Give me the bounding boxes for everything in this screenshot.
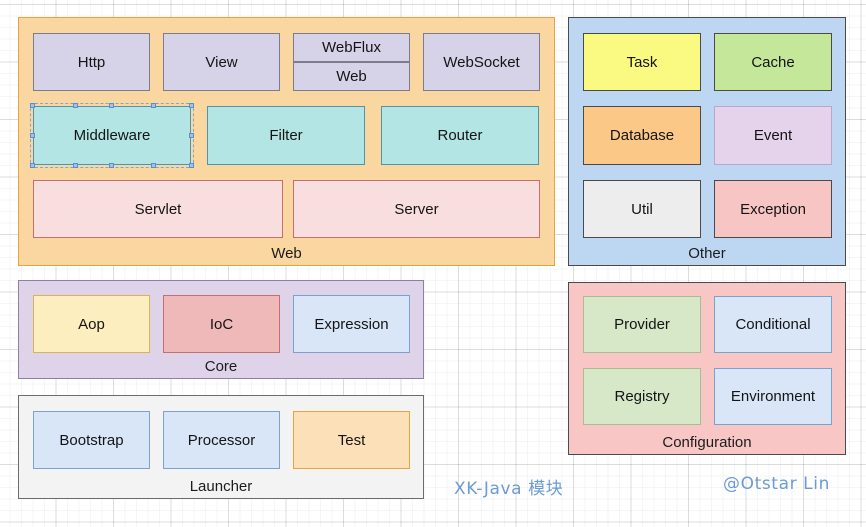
node-label-http: Http bbox=[77, 53, 106, 71]
node-view[interactable]: View bbox=[163, 33, 280, 91]
node-exception[interactable]: Exception bbox=[714, 180, 832, 238]
node-processor[interactable]: Processor bbox=[163, 411, 280, 469]
node-registry[interactable]: Registry bbox=[583, 368, 701, 425]
node-database[interactable]: Database bbox=[583, 106, 701, 165]
group-label-core: Core bbox=[204, 358, 238, 375]
node-provider[interactable]: Provider bbox=[583, 296, 701, 353]
group-label-launcher: Launcher bbox=[189, 478, 253, 495]
node-label-filter: Filter bbox=[269, 127, 303, 144]
node-label-processor: Processor bbox=[187, 431, 256, 449]
node-label-expression: Expression bbox=[314, 315, 389, 333]
node-label-router: Router bbox=[437, 127, 483, 144]
node-label-database: Database bbox=[609, 127, 675, 144]
node-test[interactable]: Test bbox=[293, 411, 410, 469]
node-label-servlet: Servlet bbox=[134, 200, 182, 218]
node-label-util: Util bbox=[631, 200, 653, 218]
node-bootstrap[interactable]: Bootstrap bbox=[33, 411, 150, 469]
resize-handle-q3[interactable] bbox=[73, 163, 78, 168]
node-label-registry: Registry bbox=[614, 388, 670, 405]
node-server[interactable]: Server bbox=[293, 180, 540, 238]
resize-handle-mr[interactable] bbox=[189, 132, 194, 138]
resize-handle-q1[interactable] bbox=[73, 103, 78, 108]
node-web-node[interactable]: Web bbox=[293, 62, 410, 91]
group-label-configuration: Configuration bbox=[662, 434, 752, 451]
resize-handle-tr[interactable] bbox=[189, 103, 194, 108]
node-websocket[interactable]: WebSocket bbox=[423, 33, 540, 91]
node-task[interactable]: Task bbox=[583, 33, 701, 91]
node-filter[interactable]: Filter bbox=[207, 106, 365, 165]
resize-handle-br[interactable] bbox=[189, 163, 194, 168]
node-label-server: Server bbox=[394, 200, 439, 218]
node-util[interactable]: Util bbox=[583, 180, 701, 238]
node-label-web-node: Web bbox=[336, 68, 367, 85]
node-label-exception: Exception bbox=[740, 200, 806, 218]
node-label-test: Test bbox=[337, 431, 366, 449]
node-label-view: View bbox=[205, 53, 238, 71]
node-webflux[interactable]: WebFlux bbox=[293, 33, 410, 62]
node-label-cache: Cache bbox=[751, 53, 795, 71]
resize-handle-tl[interactable] bbox=[30, 103, 35, 108]
group-label-web: Web bbox=[271, 245, 302, 262]
author-credit: @Otstar Lin bbox=[723, 474, 830, 494]
node-label-websocket: WebSocket bbox=[443, 53, 520, 71]
node-conditional[interactable]: Conditional bbox=[714, 296, 832, 353]
node-label-event: Event bbox=[753, 127, 793, 144]
node-http[interactable]: Http bbox=[33, 33, 150, 91]
resize-handle-q4[interactable] bbox=[151, 163, 156, 168]
node-label-conditional: Conditional bbox=[735, 316, 811, 333]
diagram-title: XK-Java 模块 bbox=[454, 479, 564, 499]
node-label-aop: Aop bbox=[78, 315, 105, 333]
node-label-environment: Environment bbox=[730, 388, 816, 405]
resize-handle-q2[interactable] bbox=[151, 103, 156, 108]
node-label-ioc: IoC bbox=[209, 315, 234, 333]
node-label-middleware: Middleware bbox=[73, 127, 151, 144]
node-label-webflux: WebFlux bbox=[322, 39, 381, 56]
node-middleware[interactable]: Middleware bbox=[30, 103, 194, 168]
resize-handle-bl[interactable] bbox=[30, 163, 35, 168]
node-expression[interactable]: Expression bbox=[293, 295, 410, 353]
node-event[interactable]: Event bbox=[714, 106, 832, 165]
resize-handle-bm[interactable] bbox=[109, 163, 114, 168]
node-environment[interactable]: Environment bbox=[714, 368, 832, 425]
node-label-task: Task bbox=[626, 53, 658, 71]
node-ioc[interactable]: IoC bbox=[163, 295, 280, 353]
resize-handle-tm[interactable] bbox=[109, 103, 114, 108]
node-label-provider: Provider bbox=[614, 316, 670, 333]
node-servlet[interactable]: Servlet bbox=[33, 180, 283, 238]
node-aop[interactable]: Aop bbox=[33, 295, 150, 353]
node-cache[interactable]: Cache bbox=[714, 33, 832, 91]
resize-handle-ml[interactable] bbox=[30, 132, 35, 138]
node-router[interactable]: Router bbox=[381, 106, 539, 165]
group-label-other: Other bbox=[688, 245, 726, 262]
node-label-bootstrap: Bootstrap bbox=[59, 431, 124, 449]
